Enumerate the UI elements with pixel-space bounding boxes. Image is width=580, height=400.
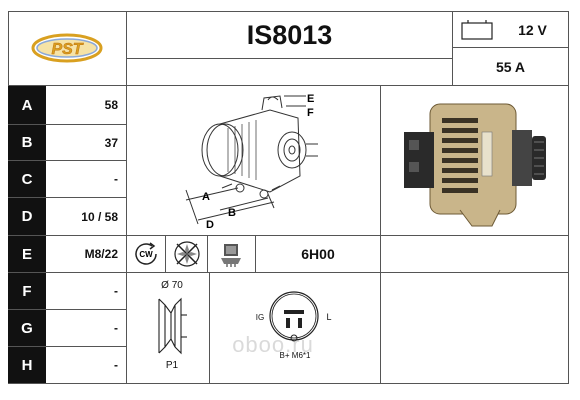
row-value-f: - xyxy=(114,284,118,298)
row-value-h: - xyxy=(114,358,118,372)
icon-divider-3 xyxy=(255,235,256,273)
brand-logo: PST xyxy=(30,28,105,68)
pulley-connector-divider xyxy=(209,272,210,384)
title-underline xyxy=(126,58,452,59)
alternator-photo xyxy=(400,92,552,228)
rotation-label: CW xyxy=(139,250,153,259)
connector-label-ig: IG xyxy=(255,312,265,322)
pulley-diameter: Ø 70 xyxy=(161,279,183,291)
row-value-g: - xyxy=(114,321,118,335)
row-letter-a: A xyxy=(8,86,46,124)
row-letter-e: E xyxy=(8,236,46,272)
row-value-e: M8/22 xyxy=(84,247,118,261)
border-bottom xyxy=(8,383,569,384)
drawing-label-f: F xyxy=(307,107,314,119)
logo-divider xyxy=(126,11,127,86)
icon-divider-2 xyxy=(207,235,208,273)
row-line-ab xyxy=(8,124,127,125)
row-value-d: 10 / 58 xyxy=(81,209,118,224)
drawing-label-d: D xyxy=(206,219,214,231)
row-line-cd xyxy=(8,197,127,198)
regulator-code: 6H00 xyxy=(301,246,335,262)
value-col-divider xyxy=(126,85,127,384)
watermark: oboo.ru xyxy=(232,332,314,357)
volt-amp-divider xyxy=(452,47,569,48)
connector-label-l: L xyxy=(326,312,332,322)
row-letter-h: H xyxy=(8,347,46,383)
title-divider xyxy=(452,11,453,86)
row-letter-f: F xyxy=(8,273,46,309)
connector-icon xyxy=(268,288,320,346)
row-line-bc xyxy=(8,160,127,161)
pulley-type: P1 xyxy=(165,359,179,371)
drawing-label-b: B xyxy=(228,207,236,219)
row-line-fg xyxy=(8,309,127,310)
row-line-gh xyxy=(8,346,127,347)
row-value-b: 37 xyxy=(104,135,118,150)
rotation-icon: CW xyxy=(132,240,160,268)
logo-text: PST xyxy=(51,41,83,58)
battery-icon xyxy=(460,17,494,41)
row-line-ef xyxy=(8,272,569,273)
row-letter-c: C xyxy=(8,161,46,197)
fan-icon xyxy=(172,238,202,270)
border-top xyxy=(8,11,569,12)
connector-label-b-plus: B+ M6*1 xyxy=(279,350,311,360)
row-letter-b: B xyxy=(8,125,46,160)
icon-divider-1 xyxy=(165,235,166,273)
border-right xyxy=(568,11,569,384)
voltage-value: 12 V xyxy=(518,22,547,38)
amperage-value: 55 A xyxy=(495,59,526,75)
photo-divider xyxy=(380,85,381,384)
row-value-c: - xyxy=(114,172,118,186)
part-number: IS8013 xyxy=(246,19,333,50)
pulley-icon xyxy=(155,295,189,357)
drawing-label-a: A xyxy=(202,191,210,203)
regulator-icon xyxy=(218,240,244,268)
alternator-drawing: E F A B D xyxy=(180,88,340,232)
row-value-a: 58 xyxy=(104,98,118,112)
drawing-label-e: E xyxy=(307,93,314,105)
row-letter-g: G xyxy=(8,310,46,346)
header-divider xyxy=(8,85,569,86)
row-line-de xyxy=(8,235,569,236)
row-letter-d: D xyxy=(8,198,46,235)
